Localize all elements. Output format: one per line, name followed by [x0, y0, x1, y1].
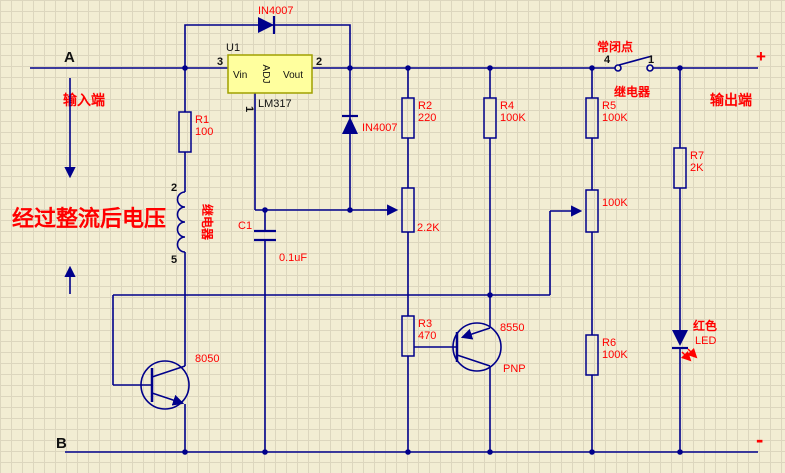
capacitor-c1: C1 0.1uF	[238, 220, 307, 264]
led-emission-arrow-1	[680, 350, 692, 362]
resistor-r4: R4 100K	[483, 97, 526, 139]
c1-ref: C1	[238, 220, 252, 232]
r3-ref: R3	[418, 318, 432, 330]
u1-ref: U1	[226, 42, 240, 54]
r4-value: 100K	[500, 112, 526, 124]
potentiometer-rp2: 100K	[585, 189, 628, 233]
resistor-r7: R7 2K	[673, 147, 704, 189]
u1-pin2-number: 2	[316, 56, 322, 68]
resistor-r5: R5 100K	[585, 97, 628, 139]
transistor-q1: 8050	[140, 353, 219, 410]
led-emission-arrow-2	[686, 347, 698, 359]
r1-ref: R1	[195, 114, 209, 126]
u1-part-label: LM317	[258, 98, 292, 110]
node-b-label: B	[56, 435, 67, 452]
r4-ref: R4	[500, 100, 514, 112]
q2-value: 8550	[500, 322, 524, 334]
r2-ref: R2	[418, 100, 432, 112]
potentiometer-rp1: 2.2K	[401, 187, 440, 234]
r2-value: 220	[418, 112, 436, 124]
r7-ref: R7	[690, 150, 704, 162]
diode-d1: IN4007	[258, 5, 293, 34]
relay-coil-pin-top: 2	[171, 182, 177, 194]
input-terminal-label: 输入端	[63, 92, 105, 108]
d2-label: IN4007	[362, 122, 397, 134]
rp2-value: 100K	[602, 197, 628, 209]
r5-value: 100K	[602, 112, 628, 124]
transistor-q2: 8550 PNP	[452, 322, 526, 375]
u1-pin-adj-label: ADJ	[260, 65, 271, 84]
r6-ref: R6	[602, 337, 616, 349]
relay-contact-pin-left: 4	[604, 54, 611, 66]
led-label: LED	[695, 335, 716, 347]
r1-value: 100	[195, 126, 213, 138]
resistor-r6: R6 100K	[585, 334, 628, 376]
right-annotations: + - 输出端	[710, 47, 766, 452]
r5-ref: R5	[602, 100, 616, 112]
r3-value: 470	[418, 330, 436, 342]
resistor-r2: R2 220	[401, 97, 436, 139]
q2-type: PNP	[503, 363, 526, 375]
u1-pin3-number: 3	[217, 56, 223, 68]
u1-pin-vin-label: Vin	[233, 70, 247, 81]
r6-value: 100K	[602, 349, 628, 361]
led-color-label: 红色	[693, 318, 717, 333]
c1-value: 0.1uF	[279, 252, 307, 264]
relay-contact-label: 常闭点	[597, 39, 633, 54]
node-a-label: A	[64, 49, 75, 66]
junction-dots	[182, 65, 683, 455]
rp1-value: 2.2K	[417, 222, 440, 234]
led-indicator: 红色 LED	[672, 318, 717, 362]
q1-value: 8050	[195, 353, 219, 365]
relay-coil: 2 5 继电器	[171, 182, 215, 266]
relay-contact-sublabel: 继电器	[614, 84, 651, 99]
relay-coil-label: 继电器	[200, 204, 215, 241]
r7-value: 2K	[690, 162, 704, 174]
left-annotations: A B 输入端 经过整流后电压	[12, 49, 166, 452]
rectified-voltage-label: 经过整流后电压	[12, 206, 166, 231]
wires	[30, 24, 758, 453]
resistor-r1: R1 100	[178, 111, 213, 153]
output-minus-label: -	[756, 427, 763, 452]
relay-contact: 常闭点 4 1 继电器	[597, 39, 654, 99]
output-terminal-label: 输出端	[710, 92, 752, 108]
u1-pin1-number: 1	[243, 106, 255, 112]
relay-contact-pin-right: 1	[648, 54, 654, 66]
diode-d2: IN4007	[342, 114, 397, 134]
u1-pin-vout-label: Vout	[283, 70, 303, 81]
resistor-r3: R3 470	[401, 315, 436, 357]
relay-coil-pin-bottom: 5	[171, 254, 177, 266]
output-plus-label: +	[756, 47, 766, 66]
regulator-u1: U1 Vin ADJ Vout 3 2 1 LM317	[217, 42, 322, 112]
d1-label: IN4007	[258, 5, 293, 17]
relay-contact-arm	[618, 55, 653, 66]
